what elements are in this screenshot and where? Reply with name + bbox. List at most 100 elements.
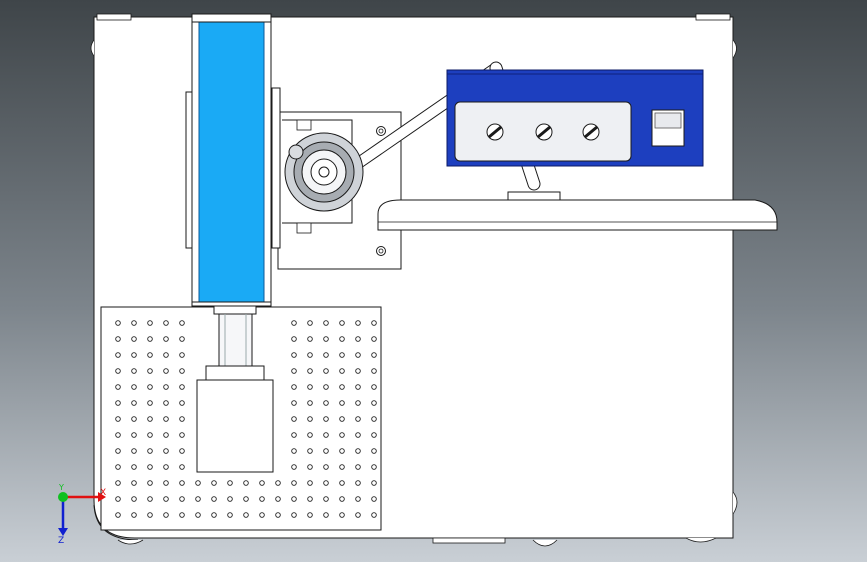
table-hole (195, 512, 201, 518)
table-hole (131, 368, 137, 374)
y-axis-dot (58, 492, 68, 502)
table-hole (259, 480, 265, 486)
table-hole (211, 512, 217, 518)
table-hole (227, 480, 233, 486)
table-hole (355, 496, 361, 502)
table-hole (307, 416, 313, 422)
table-hole (163, 384, 169, 390)
table-hole (195, 496, 201, 502)
table-hole (307, 368, 313, 374)
table-hole (371, 480, 377, 486)
table-hole (323, 400, 329, 406)
table-hole (131, 448, 137, 454)
table-hole (131, 464, 137, 470)
table-hole (179, 320, 185, 326)
table-hole (179, 352, 185, 358)
table-hole (323, 496, 329, 502)
table-hole (147, 320, 153, 326)
table-hole (371, 416, 377, 422)
table-hole (371, 368, 377, 374)
screw-2 (535, 123, 553, 141)
table-hole (163, 368, 169, 374)
table-hole (147, 496, 153, 502)
table-hole (323, 480, 329, 486)
table-hole (291, 320, 297, 326)
table-hole (115, 400, 121, 406)
table-hole (163, 320, 169, 326)
table-hole (115, 416, 121, 422)
table-hole (179, 400, 185, 406)
table-hole (243, 496, 249, 502)
table-hole (355, 416, 361, 422)
table-hole (131, 496, 137, 502)
table-hole (291, 480, 297, 486)
table-hole (355, 320, 361, 326)
table-hole (115, 448, 121, 454)
table-hole (163, 496, 169, 502)
table-hole (339, 336, 345, 342)
table-hole (323, 448, 329, 454)
table-hole (163, 416, 169, 422)
table-hole (115, 336, 121, 342)
table-hole (115, 496, 121, 502)
table-hole (307, 496, 313, 502)
table-hole (323, 416, 329, 422)
table-hole (131, 400, 137, 406)
table-hole (339, 432, 345, 438)
table-hole (211, 480, 217, 486)
y-axis-label: Y (58, 484, 64, 492)
screw-1 (486, 123, 504, 141)
table-hole (163, 336, 169, 342)
table-hole (179, 416, 185, 422)
table-hole (163, 352, 169, 358)
table-hole (147, 384, 153, 390)
table-hole (291, 448, 297, 454)
table-hole (227, 496, 233, 502)
table-hole (371, 464, 377, 470)
table-hole (355, 384, 361, 390)
table-hole (211, 496, 217, 502)
support-shelf (377, 191, 778, 231)
table-hole (339, 512, 345, 518)
table-hole (243, 480, 249, 486)
table-hole (355, 448, 361, 454)
table-hole (307, 320, 313, 326)
table-hole (179, 448, 185, 454)
table-hole (179, 464, 185, 470)
table-hole (355, 368, 361, 374)
table-hole (291, 416, 297, 422)
table-hole (147, 368, 153, 374)
table-hole (163, 400, 169, 406)
table-hole (371, 496, 377, 502)
table-hole (307, 480, 313, 486)
table-hole (339, 496, 345, 502)
table-hole (355, 512, 361, 518)
table-hole (147, 416, 153, 422)
table-hole (147, 400, 153, 406)
table-hole (179, 480, 185, 486)
table-hole (147, 480, 153, 486)
table-hole (339, 368, 345, 374)
table-hole (291, 352, 297, 358)
table-hole (339, 448, 345, 454)
table-hole (307, 352, 313, 358)
table-hole (307, 384, 313, 390)
table-hole (307, 400, 313, 406)
table-hole (179, 384, 185, 390)
table-hole (147, 432, 153, 438)
table-hole (243, 512, 249, 518)
table-hole (307, 448, 313, 454)
table-hole (371, 384, 377, 390)
table-hole (291, 432, 297, 438)
table-hole (147, 512, 153, 518)
table-hole (275, 496, 281, 502)
laser-head (446, 69, 704, 167)
table-hole (355, 336, 361, 342)
table-hole (179, 512, 185, 518)
table-hole (179, 432, 185, 438)
table-hole (131, 432, 137, 438)
rotary-wheel (284, 132, 364, 212)
table-hole (115, 384, 121, 390)
